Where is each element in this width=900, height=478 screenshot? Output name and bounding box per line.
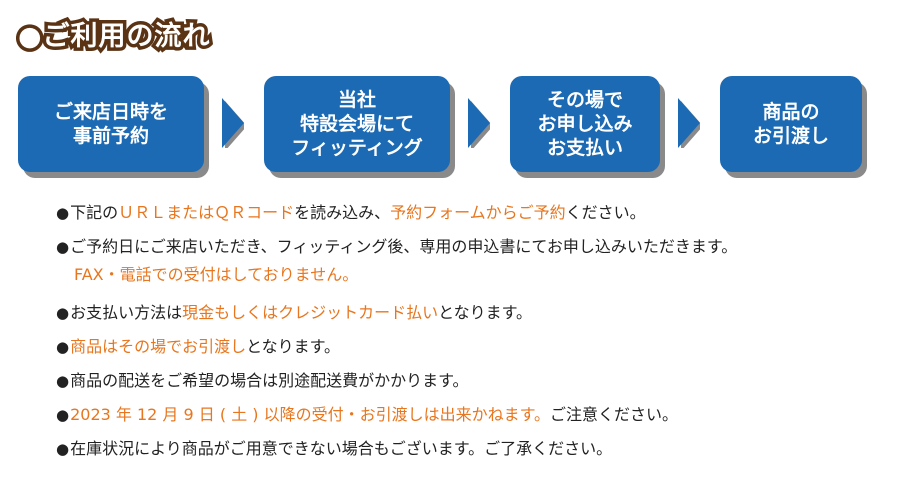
note-text: ご注意ください。 (550, 405, 679, 424)
note-highlight: 2023 年 12 月 9 日 ( 土 ) 以降の受付・お引渡しは出来かねます。 (70, 405, 551, 424)
note-highlight: ＵＲＬまたはＱＲコード (118, 203, 295, 222)
bullet-icon: ● (56, 406, 70, 424)
note-reservation-url: ●下記のＵＲＬまたはＱＲコードを読み込み、予約フォームからご予約ください。 (56, 200, 646, 226)
note-payment-method: ●お支払い方法は現金もしくはクレジットカード払いとなります。 (56, 300, 532, 326)
bullet-icon: ● (56, 238, 70, 256)
flow-step-payment: その場で お申し込み お支払い (510, 76, 660, 172)
flow-step-reservation: ご来店日時を 事前予約 (18, 76, 204, 172)
flow-diagram: ご来店日時を 事前予約 当社 特設会場にて フィッティング その場で お申し込み… (0, 0, 900, 190)
note-fitting-application: ●ご予約日にご来店いただき、フィッティング後、専用の申込書にてお申し込みいただき… (56, 234, 737, 260)
arrow-right-icon (222, 98, 244, 148)
note-text: ください。 (565, 203, 646, 222)
note-no-fax-phone: FAX・電話での受付はしておりません。 (74, 265, 359, 284)
note-text: 在庫状況により商品がご用意できない場合もございます。ご了承ください。 (70, 439, 613, 458)
bullet-icon: ● (56, 204, 70, 222)
bullet-icon: ● (56, 440, 70, 458)
note-shipping-fee: ●商品の配送をご希望の場合は別途配送費がかかります。 (56, 368, 469, 394)
note-delivery-onsite: ●商品はその場でお引渡しとなります。 (56, 334, 340, 360)
note-highlight: 現金もしくはクレジットカード払い (182, 303, 439, 322)
flow-step-delivery: 商品の お引渡し (720, 76, 862, 172)
note-text: 商品の配送をご希望の場合は別途配送費がかかります。 (70, 371, 469, 390)
note-text: を読み込み、 (294, 203, 391, 222)
note-stock-availability: ●在庫状況により商品がご用意できない場合もございます。ご了承ください。 (56, 436, 612, 462)
note-text: となります。 (246, 337, 341, 356)
note-highlight: 商品はその場でお引渡し (70, 337, 247, 356)
page-title: ●ご利用の流れ (15, 18, 214, 56)
arrow-right-icon (678, 98, 700, 148)
note-text: ご予約日にご来店いただき、フィッティング後、専用の申込書にてお申し込みいただきま… (70, 237, 738, 256)
note-deadline: ●2023 年 12 月 9 日 ( 土 ) 以降の受付・お引渡しは出来かねます… (56, 402, 678, 428)
note-text: お支払い方法は (70, 303, 183, 322)
bullet-icon: ● (56, 372, 70, 390)
note-text: 下記の (70, 203, 119, 222)
bullet-icon: ● (56, 338, 70, 356)
arrow-right-icon (468, 98, 490, 148)
flow-step-fitting: 当社 特設会場にて フィッティング (264, 76, 450, 172)
note-text: となります。 (438, 303, 533, 322)
bullet-icon: ● (56, 304, 70, 322)
note-highlight: 予約フォームからご予約 (390, 203, 566, 222)
